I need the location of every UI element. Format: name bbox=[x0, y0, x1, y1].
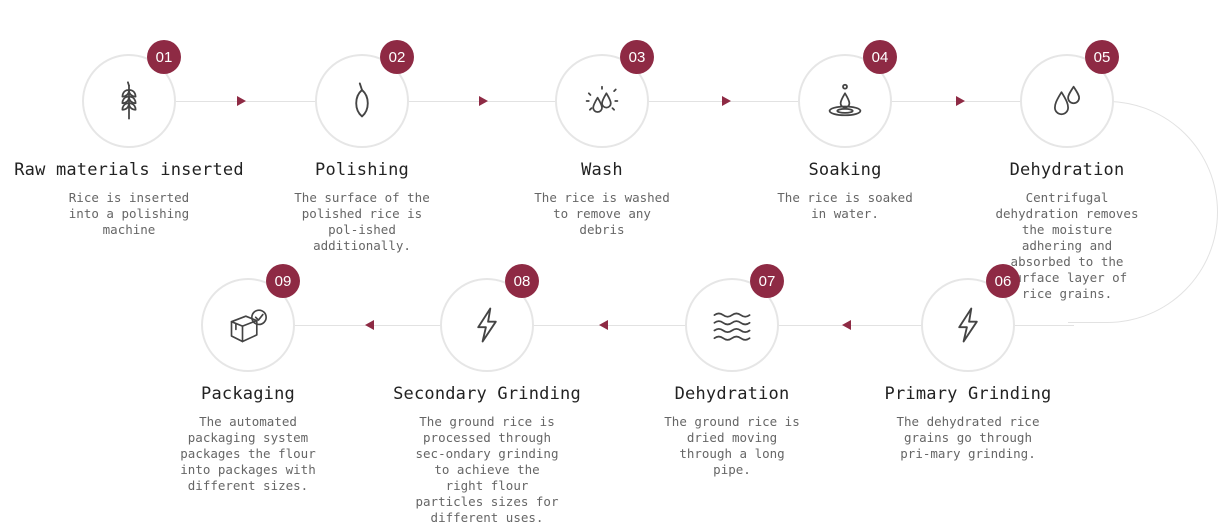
step-description: The rice is soaked in water. bbox=[777, 190, 913, 221]
connector-line bbox=[1014, 325, 1074, 326]
step-description: The dehydrated rice grains go through pr… bbox=[896, 414, 1040, 461]
arrow-right-icon bbox=[722, 96, 731, 106]
step-number-badge: 07 bbox=[750, 264, 784, 298]
arrow-right-icon bbox=[956, 96, 965, 106]
water-drop-ripple-icon bbox=[828, 83, 862, 117]
step-number-badge: 09 bbox=[266, 264, 300, 298]
step-title: Dehydration bbox=[674, 384, 790, 404]
step-description: Centrifugal dehydration removes the mois… bbox=[995, 190, 1139, 301]
step-title: Polishing bbox=[315, 160, 409, 180]
step-description: The rice is washed to remove any debris bbox=[534, 190, 670, 237]
step-title: Raw materials inserted bbox=[14, 160, 244, 180]
water-splash-icon bbox=[585, 85, 619, 113]
package-box-icon bbox=[230, 309, 267, 343]
step-description: The automated packaging system packages … bbox=[180, 414, 316, 493]
step-description: The ground rice is dried moving through … bbox=[664, 414, 800, 477]
step-number-badge: 02 bbox=[380, 40, 414, 74]
step-description: Rice is inserted into a polishing machin… bbox=[68, 190, 190, 237]
step-number-badge: 01 bbox=[147, 40, 181, 74]
wheat-icon bbox=[121, 81, 137, 120]
arrow-left-icon bbox=[365, 320, 374, 330]
step-title: Packaging bbox=[201, 384, 295, 404]
arrow-right-icon bbox=[479, 96, 488, 106]
water-drops-icon bbox=[1054, 85, 1080, 116]
step-number-badge: 06 bbox=[986, 264, 1020, 298]
step-number-badge: 04 bbox=[863, 40, 897, 74]
step-description: The ground rice is processed through sec… bbox=[415, 414, 559, 525]
step-number-badge: 05 bbox=[1085, 40, 1119, 74]
step-title: Primary Grinding bbox=[884, 384, 1052, 404]
process-diagram: 01 Raw materials inserted Rice is insert… bbox=[14, 40, 1218, 525]
step-title: Wash bbox=[581, 160, 623, 180]
step-number-badge: 08 bbox=[505, 264, 539, 298]
step-description: The surface of the polished rice is pol-… bbox=[294, 190, 430, 253]
step-title: Dehydration bbox=[1009, 160, 1125, 180]
arrow-left-icon bbox=[842, 320, 851, 330]
waves-icon bbox=[713, 312, 751, 341]
lightning-icon bbox=[477, 307, 497, 343]
lightning-icon bbox=[958, 307, 978, 343]
rice-grain-icon bbox=[355, 82, 369, 118]
step-title: Soaking bbox=[808, 160, 882, 180]
arrow-right-icon bbox=[237, 96, 246, 106]
connector-line bbox=[533, 325, 686, 326]
step-number-badge: 03 bbox=[620, 40, 654, 74]
step-title: Secondary Grinding bbox=[393, 384, 581, 404]
arrow-left-icon bbox=[599, 320, 608, 330]
